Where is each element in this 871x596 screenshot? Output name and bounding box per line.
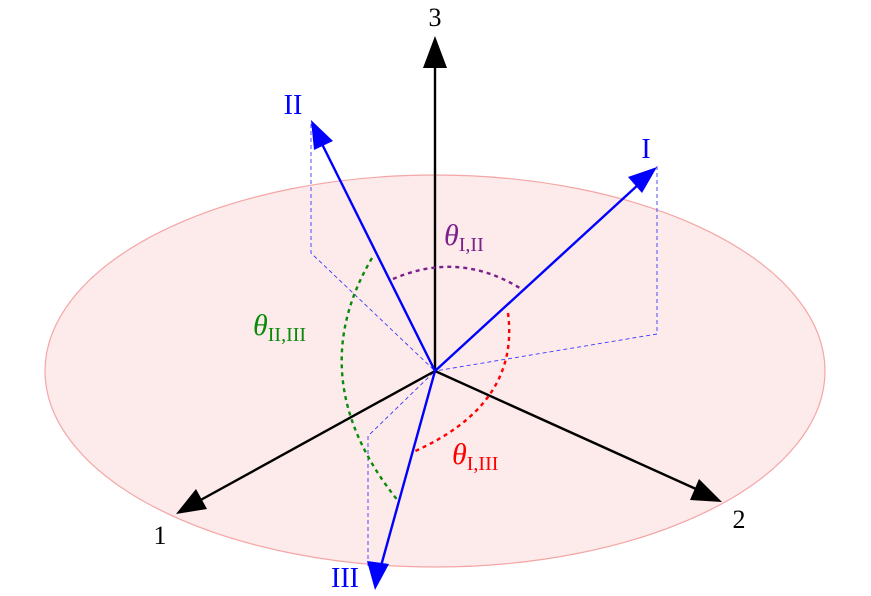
principal-vectors [311, 120, 657, 590]
axis-3-label: 3 [429, 3, 442, 32]
angle-arc-i-ii [392, 265, 524, 292]
angle-symbol-i-ii: θ [444, 219, 459, 252]
angle-subscript-i-ii: I,II [459, 234, 484, 256]
angle-subscript-i-iii: I,III [467, 453, 499, 475]
axis-1-label: 1 [154, 521, 167, 550]
vector-i-arrowhead [628, 167, 657, 193]
vector-iii-arrowhead [367, 561, 389, 590]
vector-i-label: I [641, 134, 650, 165]
vector-ii-label: II [284, 90, 303, 121]
coordinate-axes [176, 36, 722, 514]
angle-label-i-ii: θI,II [444, 219, 484, 256]
angle-symbol-ii-iii: θ [253, 309, 268, 342]
projection-line-i [434, 166, 658, 372]
projection-line-iii [367, 370, 436, 566]
vector-iii-label: III [331, 563, 359, 594]
axis-1-arrowhead [176, 489, 207, 514]
angle-symbol-i-iii: θ [452, 438, 467, 471]
axis-2-line [434, 369, 697, 491]
axis-3-arrowhead [423, 36, 447, 68]
axis-2-arrowhead [690, 479, 722, 502]
angle-subscript-ii-iii: II,III [268, 324, 306, 346]
vector-iii-line [379, 370, 437, 567]
projection-lines [310, 124, 658, 566]
vector-ii-line [320, 143, 437, 372]
vector-ii-arrowhead [311, 120, 333, 150]
vector-i-line [434, 183, 640, 372]
axis-2-label: 2 [733, 505, 746, 534]
axis-1-line [196, 369, 436, 504]
angle-label-ii-iii: θII,III [253, 309, 306, 346]
angle-label-i-iii: θI,III [452, 438, 498, 475]
projection-line-ii [310, 124, 436, 372]
angle-arc-ii-iii [340, 257, 400, 503]
